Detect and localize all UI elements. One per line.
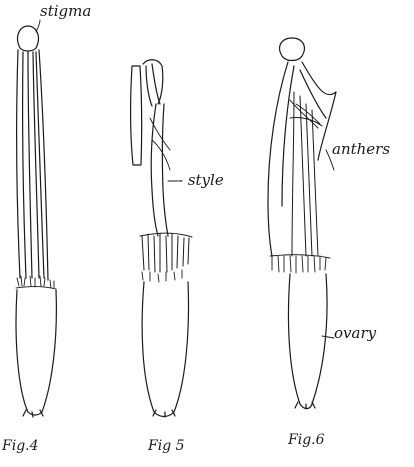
label-stigma: stigma <box>40 2 91 20</box>
caption-fig5: Fig 5 <box>148 438 185 454</box>
fig5-filaments <box>140 233 192 272</box>
fig5-ovary <box>142 282 188 417</box>
fig6-petal-left <box>268 62 294 256</box>
caption-fig4: Fig.4 <box>2 438 39 454</box>
fig5-anther-left <box>131 66 142 165</box>
label-style: - style <box>178 171 224 189</box>
fig6-ovary <box>288 274 327 409</box>
fig4-drawing <box>16 20 56 417</box>
fig4-anther-tube <box>17 50 48 280</box>
fig5-drawing <box>131 60 192 417</box>
fig5-style <box>151 104 168 236</box>
fig6-anthers <box>290 92 322 256</box>
fig6-drawing <box>268 38 336 409</box>
fig6-stigma <box>280 38 305 61</box>
caption-fig6: Fig.6 <box>288 432 325 448</box>
label-anthers: anthers <box>332 140 390 158</box>
fig4-stigma <box>18 26 39 51</box>
fig5-anthers-top <box>143 60 163 106</box>
label-ovary: ovary <box>334 324 376 342</box>
fig4-pappus <box>16 276 56 289</box>
fig4-ovary <box>16 290 56 417</box>
fig6-pappus <box>270 255 330 273</box>
